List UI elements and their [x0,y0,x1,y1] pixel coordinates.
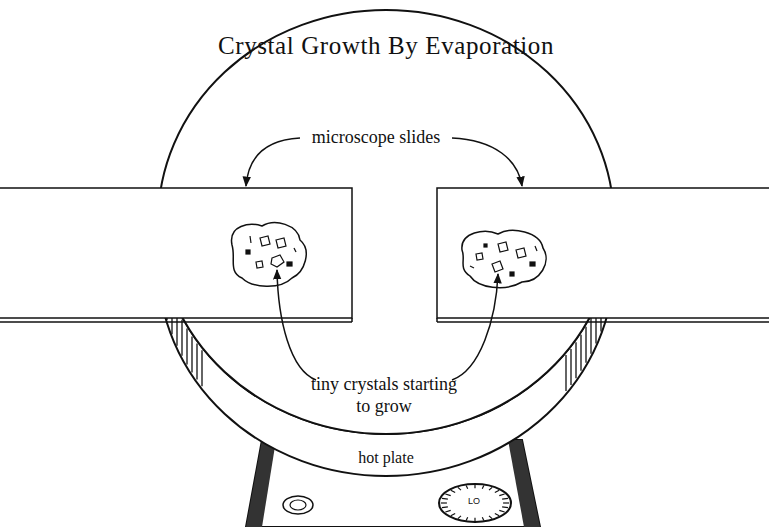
dial-tick [495,513,499,515]
leader-line [452,138,522,186]
slide-edge [351,318,353,322]
callout-label: tiny crystals starting to grow [304,374,464,417]
rim-hatch [196,344,197,380]
rim-hatch [565,355,566,391]
dial-tick [451,513,455,515]
dial-tick [445,494,450,496]
dial-tick [489,516,492,519]
dial-tick [502,498,508,500]
evaporating-drop [462,230,546,287]
rim-hatch [570,349,571,385]
rim-hatch [181,320,182,356]
dial-tick [466,517,468,520]
slide-edge [436,318,438,322]
dial-tick [445,510,450,512]
dial-tick [489,487,492,490]
rim-hatch [191,336,192,372]
dial-tick [482,486,484,489]
microscope-slide [437,188,769,318]
dial-tick [495,490,499,492]
dial-tick [441,502,447,503]
dial-tick [466,486,468,489]
dial-tick [482,517,484,520]
dial-tick [499,494,504,496]
dial-tick [499,510,504,512]
dial-tick [474,518,475,521]
dial-tick [474,485,475,488]
base-shadow [508,440,540,527]
dial-tick [458,487,461,490]
crystals [246,236,537,276]
diagram-title: Crystal Growth By Evaporation [218,31,554,61]
dial-tick [451,490,455,492]
temperature-dial [439,484,511,522]
part-label: microscope slides [312,127,440,149]
rim-hatch [575,342,576,378]
dial-ticks [441,485,509,521]
rim-hatch [590,318,591,354]
part-label: hot plate [355,448,417,467]
leader-line [277,270,316,380]
leader-line [452,274,498,380]
dial-tick [503,502,509,503]
slide-edge [437,321,769,323]
base-shadow [246,440,276,527]
dial-setting: LO [468,496,480,507]
leader-line [246,138,300,186]
microscope-slide [0,188,352,318]
small-knob [283,496,313,514]
rim-hatch [585,327,586,363]
rim-hatch [580,335,581,371]
evaporating-drop [232,223,307,287]
dial-tick [458,516,461,519]
small-knob [290,500,306,510]
dial-tick [442,498,448,500]
rim-hatch [186,328,187,364]
rim-hatch [201,350,202,386]
slide-edge [0,321,352,323]
dial-tick [442,506,448,508]
dial-tick [502,506,508,508]
